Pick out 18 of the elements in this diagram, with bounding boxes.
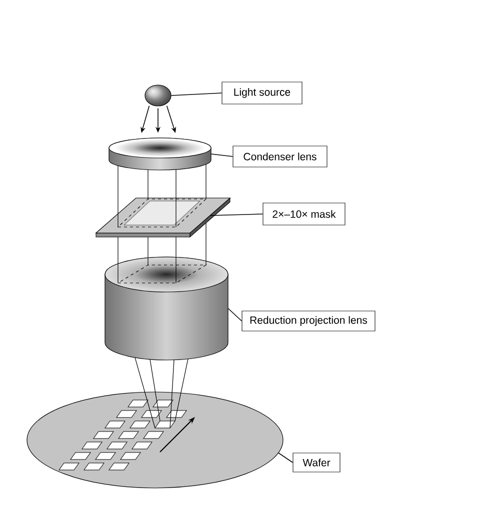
label-box: 2×–10× mask <box>262 202 346 226</box>
label-box: Reduction projection lens <box>242 310 376 332</box>
projection-lens <box>104 256 228 360</box>
leader-line <box>228 308 242 322</box>
leader-line <box>170 92 222 96</box>
leader-line <box>210 154 234 157</box>
light-ray <box>174 358 188 422</box>
label-box: Condenser lens <box>232 146 328 168</box>
light-ray <box>170 360 174 428</box>
label-box: Light source <box>222 82 302 104</box>
label-box: Wafer <box>292 452 340 472</box>
leader-line <box>278 452 294 463</box>
leader-line <box>210 214 264 216</box>
lamp <box>144 84 172 106</box>
condenser-lens <box>108 138 212 170</box>
light-ray <box>150 359 160 422</box>
die <box>154 420 176 428</box>
light-ray <box>134 357 156 428</box>
